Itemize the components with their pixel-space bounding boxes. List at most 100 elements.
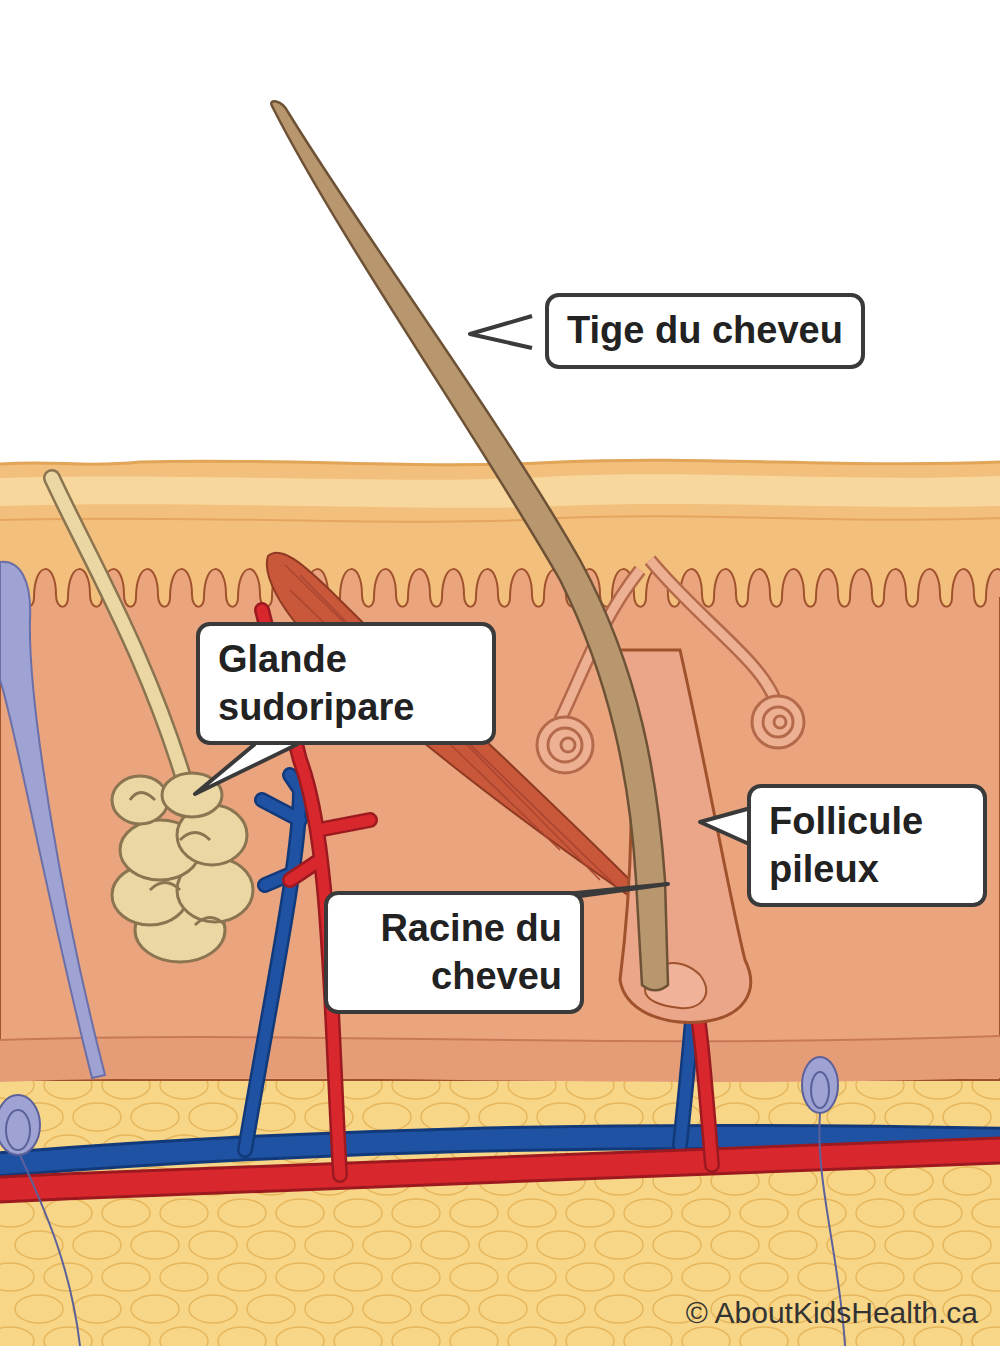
callout-text: Racine du cheveu [346,905,562,1000]
callout-box: Follicule pileux [747,784,987,907]
fat-cell [334,1327,382,1346]
fat-cell [450,1327,498,1346]
fat-cell [653,1231,701,1259]
fat-cell [624,1199,672,1227]
callout-text: Glande sudoripare [218,636,474,731]
fat-cell [740,1263,788,1291]
fat-cell [827,1167,875,1195]
fat-cell [276,1327,324,1346]
fat-cell [566,1263,614,1291]
fat-cell [508,1263,556,1291]
dermis [0,569,1000,1080]
watermark: © AboutKidsHealth.ca [686,1296,978,1330]
fat-cell [595,1231,643,1259]
fat-cell [189,1231,237,1259]
fat-cell [102,1199,150,1227]
fat-cell [73,1295,121,1323]
fat-cell [247,1231,295,1259]
fat-cell [421,1231,469,1259]
fat-cell [740,1327,788,1346]
fat-cell [885,1167,933,1195]
hair-shaft [271,101,668,990]
fat-cell [537,1231,585,1259]
fat-cell [334,1263,382,1291]
fat-cell [885,1231,933,1259]
fat-cell [450,1263,498,1291]
fat-cell [798,1199,846,1227]
fat-cell [682,1263,730,1291]
fat-cell [914,1263,962,1291]
fat-cell [798,1327,846,1346]
sweat-duct [52,478,190,800]
fat-cell [189,1103,237,1131]
fat-cell [972,1263,1000,1291]
nerve-ending [0,562,105,1078]
fat-cell [508,1199,556,1227]
dermis-line [0,1036,1000,1041]
fat-cell [160,1263,208,1291]
fat-cell [624,1327,672,1346]
callout-box: Racine du cheveu [324,891,584,1014]
fat-cell [537,1295,585,1323]
fat-cells [0,1071,1000,1346]
fat-cell [131,1103,179,1131]
fat-cell [624,1263,672,1291]
fat-cell [73,1103,121,1131]
blood-vessels [0,610,1000,1190]
fat-cell [450,1199,498,1227]
fat-cell [305,1295,353,1323]
fat-cell [15,1295,63,1323]
sweat-coil [112,773,253,962]
fat-cell [566,1327,614,1346]
callout-box: Glande sudoripare [196,622,496,745]
fat-cell [305,1231,353,1259]
fat-cell [160,1199,208,1227]
fat-cell [15,1231,63,1259]
fat-cell [943,1231,991,1259]
callout-text: Follicule pileux [769,798,965,893]
fat-cell [363,1231,411,1259]
fat-cell [363,1295,411,1323]
fat-cell [479,1231,527,1259]
dermis-lower [0,1036,1000,1082]
fat-cell [769,1231,817,1259]
fat-cell [44,1199,92,1227]
fat-cell [102,1263,150,1291]
fat-cell [856,1199,904,1227]
fat-cell [102,1327,150,1346]
fat-cell [479,1295,527,1323]
callout-text: Tige du cheveu [567,307,843,355]
fat-cell [0,1327,34,1346]
epidermis-line [0,516,1000,521]
fat-cell [682,1327,730,1346]
fat-cell [218,1327,266,1346]
fat-cell [566,1199,614,1227]
fat-cell [73,1231,121,1259]
fat-cell [189,1295,237,1323]
fat-cell [972,1327,1000,1346]
fat-cell [972,1199,1000,1227]
fat-cell [856,1263,904,1291]
fat-cell [508,1327,556,1346]
fat-cell [421,1103,469,1131]
fat-cell [943,1167,991,1195]
fat-cell [0,1263,34,1291]
fat-cell [131,1295,179,1323]
fat-cell [595,1295,643,1323]
fat-cell [247,1295,295,1323]
fat-cell [392,1263,440,1291]
fat-cell [160,1327,208,1346]
fat-cell [363,1103,411,1131]
fat-cell [44,1263,92,1291]
fat-cell [276,1263,324,1291]
fat-cell [740,1199,788,1227]
callout-box: Tige du cheveu [545,293,865,369]
fat-cell [711,1231,759,1259]
fat-cell [914,1199,962,1227]
fat-cell [392,1199,440,1227]
callout-pointer [195,316,758,896]
fat-cell [44,1327,92,1346]
fat-cell [682,1199,730,1227]
fat-cell [392,1327,440,1346]
